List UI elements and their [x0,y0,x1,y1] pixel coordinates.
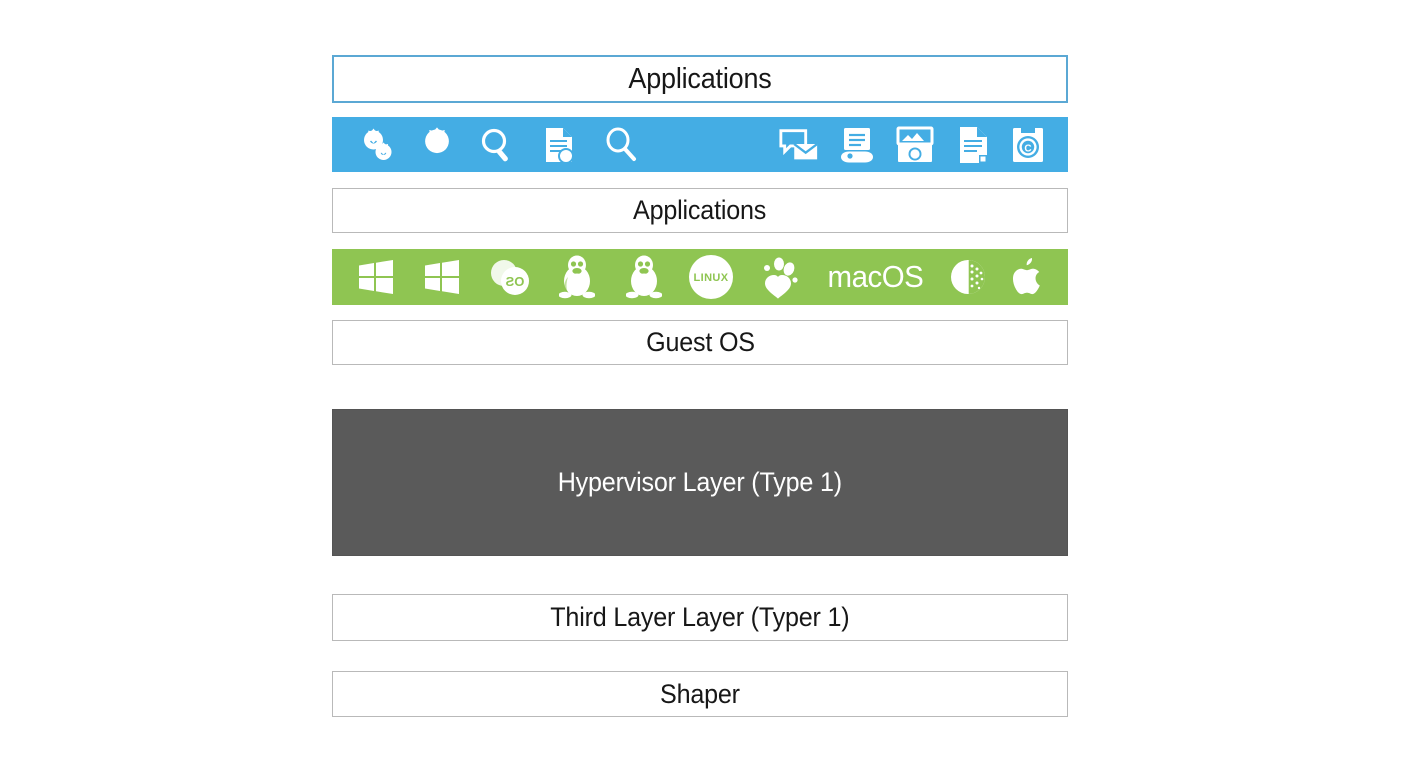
layer-os-icons: OS [332,249,1068,305]
windows-logo-icon[interactable] [414,249,470,305]
layer-shaper[interactable]: Shaper [332,671,1068,717]
layer-label: Hypervisor Layer (Type 1) [557,467,843,497]
layer-label: Third Layer Layer (Typer 1) [550,602,850,632]
svg-text:C: C [1024,143,1031,154]
macos-wordmark: macOS [819,249,931,305]
application-icons-right-group: C [770,117,1054,172]
os-circles-icon[interactable]: OS [481,249,539,305]
layer-hypervisor[interactable]: Hypervisor Layer (Type 1) [332,409,1068,556]
linux-badge-icon[interactable]: LINUX [682,249,740,305]
document-search-icon[interactable] [528,117,590,172]
gears-multi-icon[interactable] [346,117,408,172]
magnifier-icon[interactable] [466,117,528,172]
half-dotted-circle-icon[interactable] [942,249,994,305]
svg-text:OS: OS [505,274,524,289]
monitor-mail-icon[interactable] [770,117,828,172]
gear-icon[interactable] [408,117,466,172]
application-icons-left-group [346,117,652,172]
macos-wordmark-label: macOS [827,259,923,294]
paw-heart-icon[interactable] [751,249,809,305]
apple-logo-icon[interactable] [1004,249,1052,305]
windows-logo-icon[interactable] [348,249,404,305]
copyright-disc-icon[interactable]: C [1002,117,1054,172]
layer-third-layer[interactable]: Third Layer Layer (Typer 1) [332,594,1068,641]
layer-label: Applications [633,195,767,225]
magnifier-outline-icon[interactable] [590,117,652,172]
document-icon[interactable] [944,117,1002,172]
layer-label: Guest OS [645,327,755,357]
layer-application-icons: C [332,117,1068,172]
svg-text:LINUX: LINUX [694,272,729,284]
tux-penguin-icon[interactable] [549,249,605,305]
layer-applications-top[interactable]: Applications [332,55,1068,103]
layer-stack-diagram: Applications [332,0,1068,768]
layer-label: Applications [628,62,772,95]
photo-frame-icon[interactable] [886,117,944,172]
tux-penguin-icon[interactable] [616,249,672,305]
layer-guest-os[interactable]: Guest OS [332,320,1068,365]
layer-label: Shaper [660,678,740,709]
layer-applications-second[interactable]: Applications [332,188,1068,233]
document-mouse-icon[interactable] [828,117,886,172]
